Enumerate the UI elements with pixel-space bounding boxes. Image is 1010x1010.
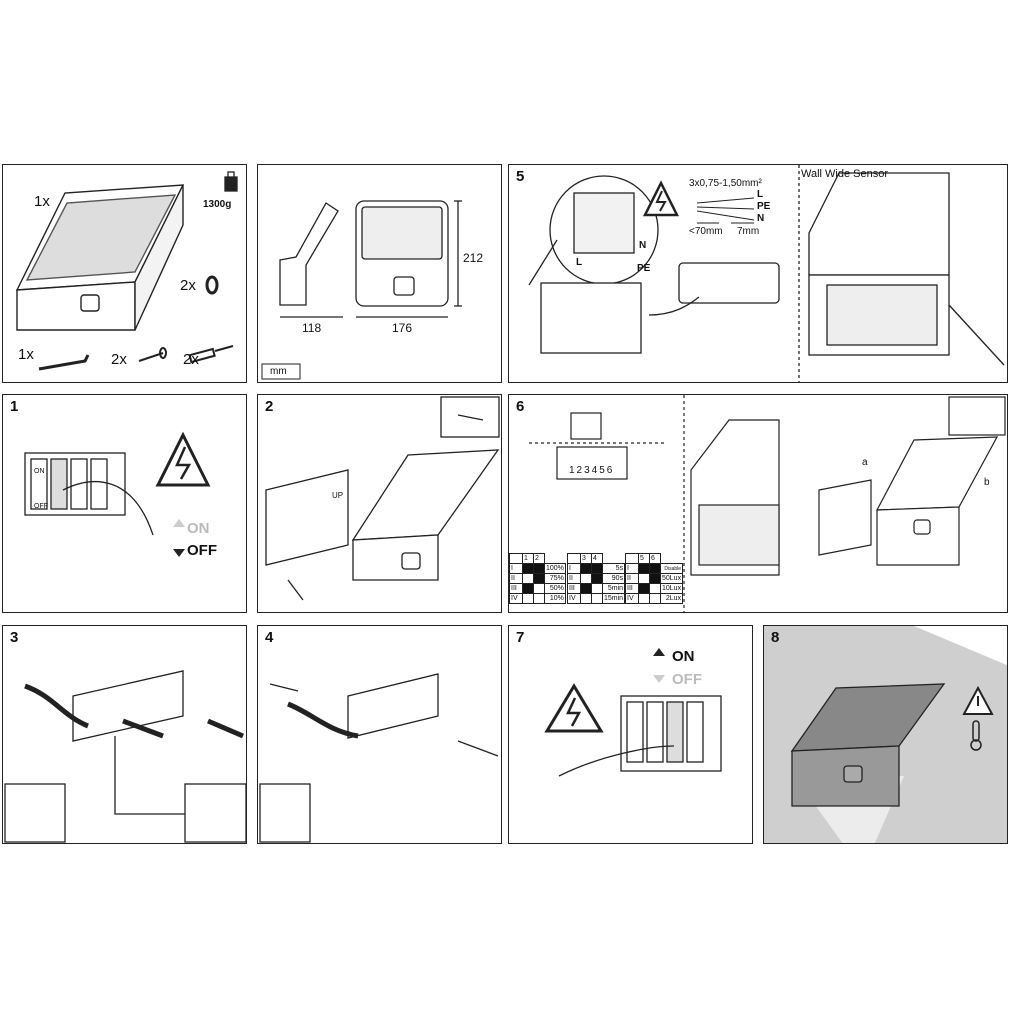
wire-l-label: L (757, 189, 764, 200)
panel-step-4: 4 (257, 625, 502, 844)
allen-key-icon (38, 354, 90, 371)
table-row: 10% (544, 593, 566, 604)
step-number: 4 (265, 629, 274, 646)
panel-step-3: 3 (2, 625, 247, 844)
caution-icon (962, 685, 994, 715)
table-row: 15min (601, 593, 626, 604)
variant-label: Wall Wide Sensor (801, 168, 889, 180)
table-row: 5s (601, 563, 626, 574)
weight-icon (224, 171, 238, 192)
lamp-quantity: 1x (34, 193, 50, 210)
terminal-pe-label: PE (637, 263, 651, 274)
electric-warning-icon (544, 683, 604, 733)
up-arrow-icon (173, 519, 185, 527)
step-number: 2 (265, 398, 274, 415)
table-row: 2Lux (659, 593, 684, 604)
on-label: ON (187, 520, 210, 537)
thermometer-icon (970, 720, 982, 751)
electric-warning-icon (642, 180, 680, 217)
step-number: 8 (771, 629, 780, 646)
switch-on-illustration (544, 648, 722, 777)
dowel-icon (188, 345, 234, 364)
dimension-drawing (261, 200, 462, 380)
step-number: 5 (516, 168, 525, 185)
step-number: 3 (10, 629, 19, 646)
step-number: 6 (516, 398, 525, 415)
screw-quantity: 2x (111, 351, 127, 368)
dimension-width: 118 (302, 321, 322, 335)
panel-wiring: 5 3x0,75-1,50mm² L PE N <70mm 7mm L N PE… (508, 164, 1008, 383)
panel-step-1: 1 ON OFF ON OFF (2, 394, 247, 613)
wiring-diagram (528, 165, 1005, 382)
dowel-quantity: 2x (183, 351, 199, 368)
down-arrow-icon (173, 549, 185, 557)
dimension-depth: 176 (392, 321, 413, 335)
open-housing-illustration (265, 396, 500, 601)
table-row: 10Lux (659, 583, 684, 594)
switch-on-label: ON (34, 468, 45, 475)
key-quantity: 1x (18, 346, 34, 363)
step-number: 7 (516, 629, 525, 646)
dip-switch-numbers: 123456 (569, 465, 615, 476)
screw-icon (138, 347, 167, 362)
dimension-height: 212 (463, 251, 484, 265)
lamp-illustration (15, 171, 238, 371)
unit-label: mm (270, 366, 287, 377)
ring-icon (205, 275, 219, 295)
down-arrow-icon (653, 675, 665, 683)
table-row: 75% (544, 573, 566, 584)
terminal-l-label: L (576, 257, 583, 268)
electric-warning-icon (155, 431, 211, 487)
wire-strip-length: 7mm (737, 226, 760, 237)
off-label: OFF (672, 671, 702, 688)
table-row: Disable (659, 563, 684, 574)
up-arrow-icon (653, 648, 665, 656)
on-label: ON (672, 648, 695, 665)
breaker-switch-illustration (24, 431, 211, 557)
table-row: 50Lux (659, 573, 684, 584)
drill-marking-illustration (4, 670, 246, 843)
table-row: 90s (601, 573, 626, 584)
mounting-illustration (259, 673, 499, 843)
weight-label: 1300g (203, 199, 232, 210)
panel-step-2: 2 UP (257, 394, 502, 613)
label-b: b (984, 477, 990, 488)
cable-spec: 3x0,75-1,50mm² (689, 178, 762, 189)
wire-n-label: N (757, 213, 765, 224)
ring-quantity: 2x (180, 277, 196, 294)
panel-step-7: 7 ON OFF (508, 625, 753, 844)
table-row: 100% (544, 563, 566, 574)
panel-dimensions: 118 176 212 mm (257, 164, 502, 383)
table-row: 5min (601, 583, 626, 594)
step-number: 1 (10, 398, 19, 415)
switch-off-label: OFF (34, 503, 48, 510)
wire-strip-diagram (696, 197, 755, 224)
wire-pe-label: PE (757, 201, 771, 212)
off-label: OFF (187, 542, 217, 559)
panel-box-contents: 1x 1300g 2x 1x 2x 2x (2, 164, 247, 383)
table-row: 50% (544, 583, 566, 594)
terminal-n-label: N (639, 240, 647, 251)
strip-length: <70mm (689, 226, 723, 237)
panel-step-8: 8 (763, 625, 1008, 844)
label-a: a (862, 457, 868, 468)
installed-lamp-illustration (790, 626, 1007, 843)
sensor-settings-illustration (529, 395, 1006, 612)
up-mark: UP (332, 491, 344, 500)
